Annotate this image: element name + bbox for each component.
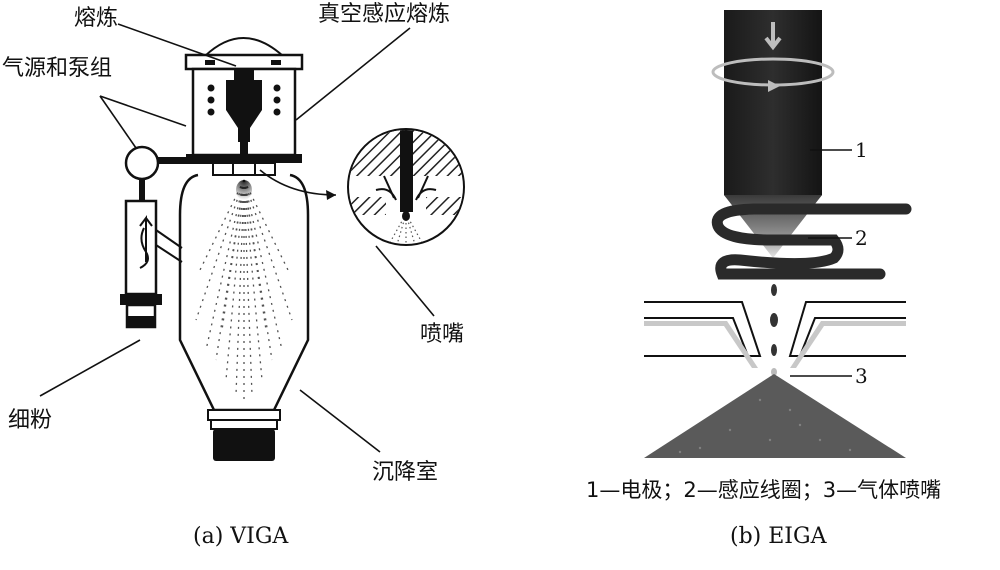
powder-collector	[207, 409, 281, 421]
crucible	[226, 80, 262, 142]
electrode	[724, 10, 822, 252]
label-smelting: 熔炼	[74, 6, 119, 31]
molten-droplets	[770, 284, 778, 376]
callout-3: 3	[855, 364, 868, 388]
nozzle-ring	[212, 162, 276, 176]
furnace-lid	[184, 53, 304, 71]
eiga-legend: 1—电极；2—感应线圈；3—气体喷嘴	[586, 478, 942, 502]
furnace-base	[186, 154, 302, 163]
label-settling-chamber: 沉降室	[372, 460, 439, 485]
viga-leaders	[39, 23, 435, 453]
feed-arrow	[764, 22, 782, 51]
label-nozzle: 喷嘴	[420, 322, 465, 347]
eiga-leaders	[790, 149, 852, 377]
cyclone-tube	[124, 199, 158, 296]
callout-2: 2	[855, 226, 868, 250]
viga-diagram	[39, 23, 465, 461]
furnace-dome	[202, 37, 286, 57]
label-fine-powder: 细粉	[8, 408, 53, 433]
caption-viga: (a) VIGA	[193, 524, 289, 549]
gas-line	[156, 157, 214, 164]
nozzle-detail	[347, 128, 465, 246]
caption-eiga: (b) EIGA	[730, 524, 827, 549]
powder-spray	[195, 179, 293, 400]
label-gas-source-and-pump: 气源和泵组	[2, 56, 113, 81]
eiga-diagram	[644, 10, 912, 458]
gas-nozzle	[644, 301, 906, 368]
induction-coil	[207, 84, 281, 116]
callout-1: 1	[855, 138, 868, 162]
induction-coil-eiga	[711, 203, 912, 280]
powder-pile	[644, 374, 906, 458]
label-vacuum-induction-smelting: 真空感应熔炼	[318, 2, 451, 27]
gas-pump	[124, 145, 160, 181]
